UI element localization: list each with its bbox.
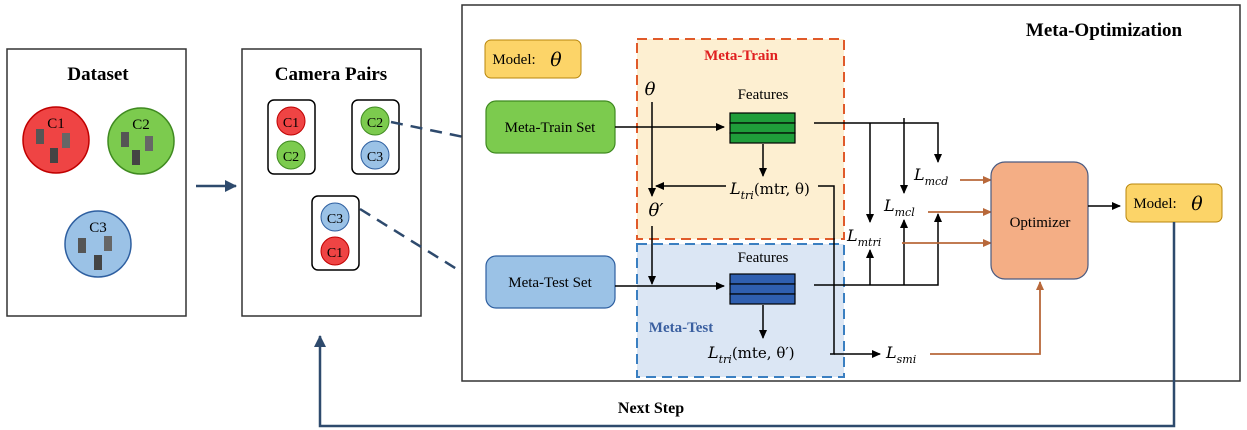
dataset-c2-label: C2 — [132, 117, 150, 133]
camera-pair-1: C1 C2 — [267, 99, 316, 175]
dataset-title: Dataset — [67, 64, 129, 85]
train-features-to-lmcd-arrow — [814, 122, 942, 163]
loss-tri-mte-arg: (mte, θ′) — [732, 344, 795, 362]
pair-to-meta-train-arrow — [390, 120, 479, 144]
pair1-bottom-label: C2 — [283, 150, 299, 165]
loss-tri-mte-base: L — [707, 343, 719, 362]
pair2-top-label: C2 — [367, 116, 383, 131]
meta-test-set-box: Meta-Test Set — [485, 255, 616, 309]
camera-pair-3: C3 C1 — [311, 195, 360, 271]
loss-tri-mtr: Ltri(mtr, θ) — [729, 179, 810, 202]
test-features-label: Features — [738, 250, 789, 266]
ltri-mtr-link-line — [818, 185, 835, 355]
model-output-theta: θ — [1191, 193, 1203, 215]
loss-mcd-sub: mcd — [925, 175, 949, 188]
meta-test-region: Meta-Test — [636, 243, 845, 378]
pair2-bottom-label: C3 — [367, 150, 383, 165]
dataset-panel: Dataset C1 C2 C3 — [6, 48, 187, 317]
model-input-theta: θ — [550, 49, 562, 71]
camera-pair-2: C2 C3 — [351, 99, 400, 175]
meta-test-title: Meta-Test — [649, 320, 713, 336]
loss-mcl: Lmcl — [883, 196, 915, 219]
next-step-loop-arrow — [314, 222, 1176, 428]
pair3-top-label: C3 — [327, 212, 343, 227]
dataset-camera-c3: C3 — [64, 210, 132, 278]
meta-optimization-title: Meta-Optimization — [1026, 20, 1183, 41]
dataset-camera-c1: C1 — [22, 106, 90, 174]
model-output-box: Model: θ — [1125, 183, 1223, 223]
loss-mtri: Lmtri — [846, 226, 881, 249]
pair3-bottom-label: C1 — [327, 246, 343, 261]
loss-mtri-sub: mtri — [858, 236, 882, 249]
meta-test-set-label: Meta-Test Set — [508, 275, 592, 291]
svg-text:Lmcd: Lmcd — [913, 165, 948, 188]
loss-mcl-sub: mcl — [895, 206, 916, 219]
loss-tri-mtr-sub: tri — [741, 189, 754, 202]
meta-train-title: Meta-Train — [704, 48, 779, 64]
loss-mtri-base: L — [846, 226, 858, 245]
svg-text:Ltri(mtr, θ): Ltri(mtr, θ) — [729, 179, 810, 202]
loss-smi: Lsmi — [885, 343, 916, 366]
meta-train-set-box: Meta-Train Set — [485, 100, 616, 154]
loss-tri-mte-sub: tri — [719, 353, 732, 366]
dataset-c1-label: C1 — [47, 116, 65, 132]
loss-tri-mtr-base: L — [729, 179, 741, 198]
svg-text:Lsmi: Lsmi — [885, 343, 916, 366]
loss-mcd: Lmcd — [913, 165, 948, 188]
loss-smi-sub: smi — [897, 353, 917, 366]
test-features-block: Features — [729, 250, 796, 305]
test-features-to-lmcd-arrow — [814, 213, 942, 286]
train-features-block: Features — [729, 87, 796, 144]
loss-tri-mte: Ltri(mte, θ′) — [707, 343, 795, 366]
train-features-label: Features — [738, 87, 789, 103]
theta-symbol: θ — [645, 79, 656, 100]
loss-tri-mtr-arg: (mtr, θ) — [754, 180, 810, 198]
camera-pairs-title: Camera Pairs — [275, 64, 387, 85]
svg-text:Lmtri: Lmtri — [846, 226, 881, 249]
model-input-label: Model: — [492, 52, 535, 68]
meta-optimization-panel: Meta-Optimization — [461, 4, 1241, 382]
model-output-label: Model: — [1133, 196, 1176, 212]
pair1-top-label: C1 — [283, 116, 299, 131]
dataset-c3-label: C3 — [89, 220, 107, 236]
optimizer-box: Optimizer — [990, 161, 1089, 280]
next-step-label: Next Step — [618, 400, 684, 417]
dataset-camera-c2: C2 — [107, 107, 175, 175]
svg-text:Lmcl: Lmcl — [883, 196, 915, 219]
model-input-box: Model: θ — [484, 39, 582, 79]
loss-mcd-base: L — [913, 165, 925, 184]
lsmi-to-optimizer-arrow — [930, 281, 1044, 355]
loss-mcl-base: L — [883, 196, 895, 215]
meta-train-set-label: Meta-Train Set — [505, 120, 597, 136]
camera-pairs-panel: Camera Pairs C1 C2 C2 C3 C3 C1 — [241, 48, 422, 317]
loss-smi-base: L — [885, 343, 897, 362]
svg-text:Ltri(mte, θ′): Ltri(mte, θ′) — [707, 343, 795, 366]
pair-to-meta-test-arrow — [359, 207, 477, 283]
theta-prime-symbol: θ′ — [649, 200, 664, 221]
optimizer-label: Optimizer — [1010, 215, 1071, 231]
